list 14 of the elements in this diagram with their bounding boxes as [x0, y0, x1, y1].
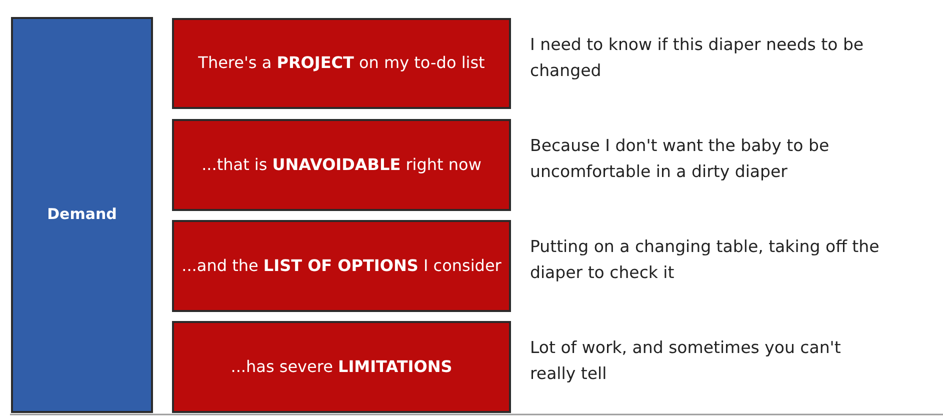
statement-box: [172, 119, 511, 211]
description-text: Because I don't want the baby to be uncomfortable in a dirty diaper: [530, 135, 830, 183]
box-label: Demand: [47, 205, 117, 225]
description-text: Putting on a changing table, taking off the diaper to check it: [530, 236, 880, 284]
box-label: ...that is UNAVOIDABLE right now: [202, 154, 482, 176]
box-label: There's a PROJECT on my to-do list: [198, 53, 485, 74]
description-text: Lot of work, and sometimes you can't really tell: [530, 337, 842, 385]
statement-box: [172, 321, 511, 413]
box-label: ...has severe LIMITATIONS: [230, 356, 452, 378]
description-text: I need to know if this diaper needs to be changed: [530, 34, 865, 82]
statement-box: [172, 220, 511, 312]
box-label: ...and the LIST OF OPTIONS I consider: [182, 256, 502, 276]
category-box: [11, 17, 153, 413]
statement-box: [172, 18, 511, 109]
